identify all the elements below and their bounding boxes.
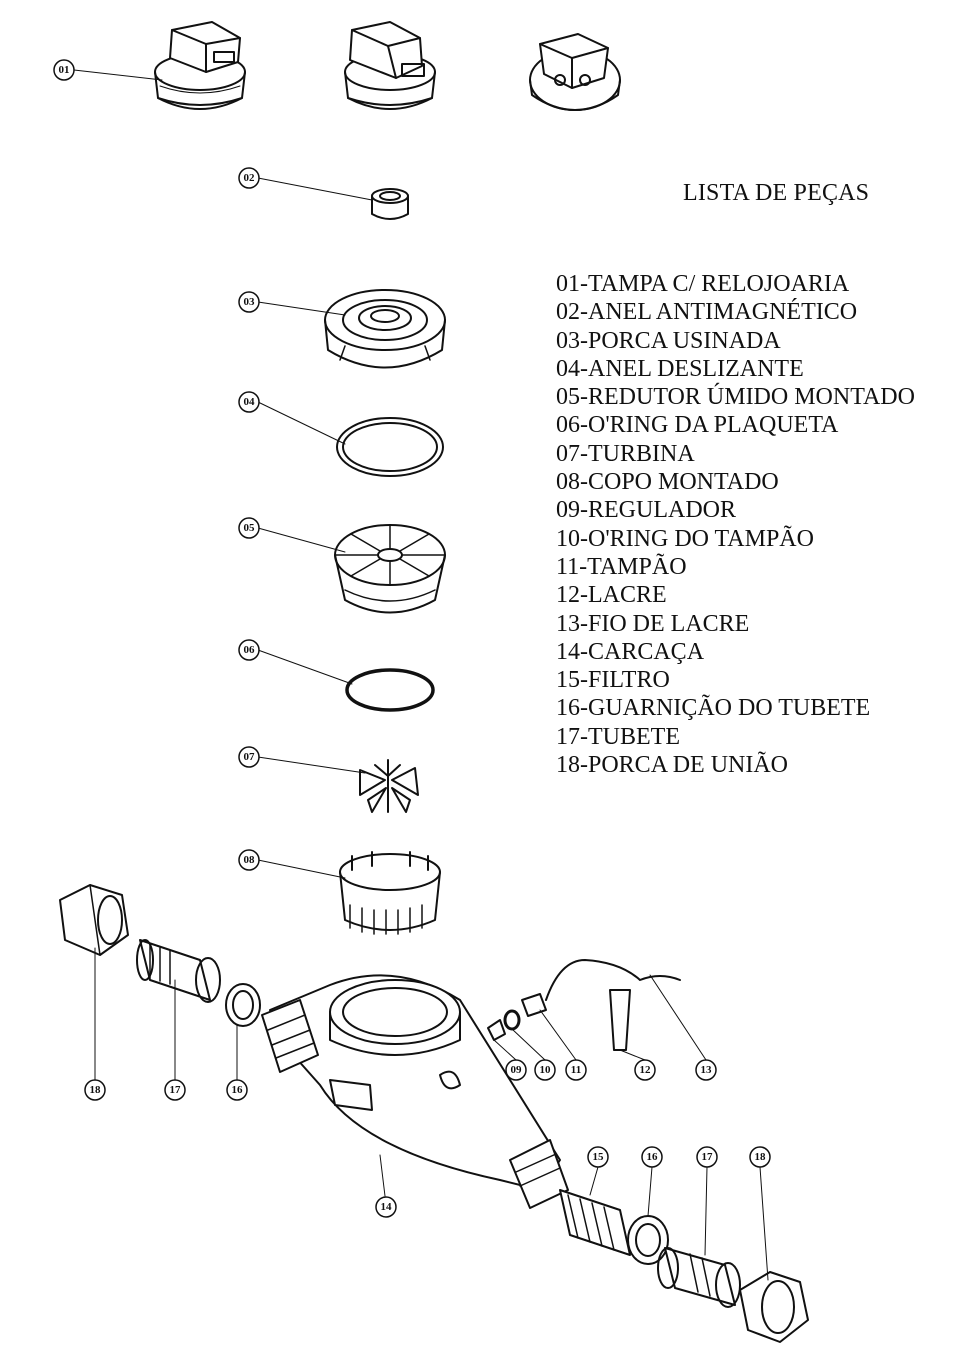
part-16-gasket-left	[225, 983, 261, 1027]
parts-list-item: 17-TUBETE	[556, 723, 680, 750]
leader-lines	[73, 69, 769, 1281]
parts-list-item: 02-ANEL ANTIMAGNÉTICO	[556, 299, 858, 326]
part-15-filter	[559, 1189, 631, 1256]
parts-list-item: 10-O'RING DO TAMPÃO	[556, 525, 814, 552]
parts-list-item: 09-REGULADOR	[556, 497, 736, 524]
part-12-seal	[609, 989, 631, 1051]
parts-list-item: 04-ANEL DESLIZANTE	[556, 355, 804, 382]
callout-16-left: 16	[232, 1084, 244, 1096]
callout-08: 08	[244, 854, 256, 866]
parts-list-item: 08-COPO MONTADO	[556, 469, 779, 496]
callout-02: 02	[244, 172, 256, 184]
callout-12: 12	[640, 1064, 652, 1076]
parts-list: 01-TAMPA C/ RELOJOARIA 02-ANEL ANTIMAGNÉ…	[556, 270, 915, 779]
callout-circles	[53, 59, 771, 1218]
callout-18-left: 18	[90, 1084, 102, 1096]
parts-list-item: 07-TURBINA	[556, 440, 695, 467]
callout-06: 06	[244, 644, 256, 656]
callout-04: 04	[244, 396, 256, 408]
parts-list-item: 12-LACRE	[556, 582, 667, 609]
parts-list-item: 18-PORCA DE UNIÃO	[556, 752, 789, 779]
part-16-gasket-right	[627, 1215, 669, 1265]
part-17-tube-right	[657, 1247, 741, 1308]
parts-list-item: 13-FIO DE LACRE	[556, 610, 750, 637]
part-02-antimagnetic-ring	[371, 188, 409, 220]
callout-13: 13	[701, 1064, 713, 1076]
part-13-seal-wire	[545, 959, 681, 1001]
callout-10: 10	[540, 1064, 552, 1076]
parts-list-item: 03-PORCA USINADA	[556, 327, 781, 354]
callout-01: 01	[59, 64, 70, 76]
callout-16-right: 16	[647, 1151, 659, 1163]
callout-15: 15	[593, 1151, 605, 1163]
part-10-oring-plug	[503, 1009, 521, 1031]
parts-list-title: LISTA DE PEÇAS	[683, 180, 870, 206]
part-01-meter-head-a	[154, 21, 246, 110]
callout-07: 07	[244, 751, 256, 763]
part-18-union-nut-left	[59, 884, 129, 956]
part-09-regulator	[487, 1019, 506, 1041]
callout-09: 09	[511, 1064, 523, 1076]
part-08-assembled-cup	[339, 851, 441, 935]
callout-11: 11	[571, 1064, 581, 1076]
parts-list-item: 05-REDUTOR ÚMIDO MONTADO	[556, 384, 915, 411]
callout-14: 14	[381, 1201, 393, 1213]
parts-list-item: 06-O'RING DA PLAQUETA	[556, 412, 839, 439]
callout-17-left: 17	[170, 1084, 182, 1096]
part-04-sliding-ring	[336, 417, 444, 477]
parts-list-item: 16-GUARNIÇÃO DO TUBETE	[556, 695, 871, 722]
callout-03: 03	[244, 296, 256, 308]
part-07-turbine	[359, 759, 419, 813]
part-17-tube-left	[136, 939, 221, 1003]
callout-17-right: 17	[702, 1151, 714, 1163]
part-06-oring	[345, 668, 435, 712]
parts-list-item: 11-TAMPÃO	[556, 553, 687, 580]
part-01-meter-head-c	[529, 33, 621, 111]
parts-list-item: 01-TAMPA C/ RELOJOARIA	[556, 271, 850, 297]
part-01-meter-head-b	[344, 21, 436, 110]
callout-05: 05	[244, 522, 256, 534]
callout-18-right: 18	[755, 1151, 767, 1163]
part-14-meter-body	[261, 974, 569, 1209]
parts-list-item: 14-CARCAÇA	[556, 638, 705, 665]
part-05-wet-reducer	[334, 524, 446, 614]
part-03-machined-nut	[324, 289, 446, 369]
part-18-union-nut-right	[739, 1271, 809, 1343]
parts-list-item: 15-FILTRO	[556, 667, 670, 694]
